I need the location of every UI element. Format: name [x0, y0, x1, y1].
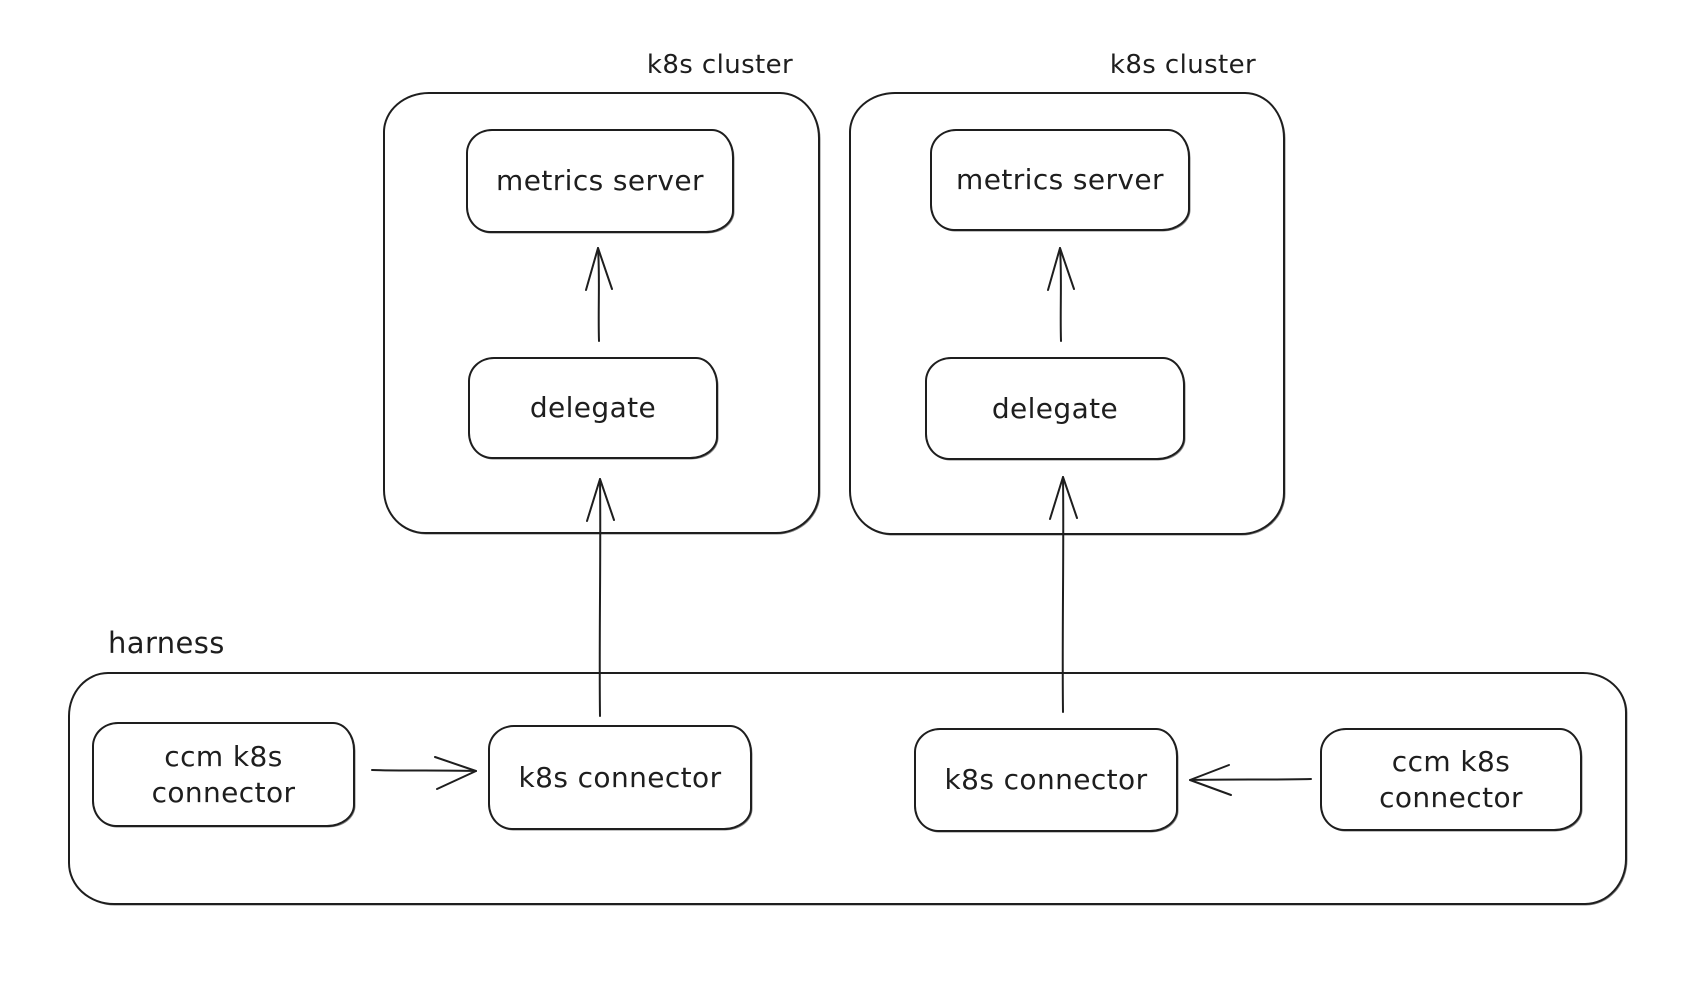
- node-label: k8s connector: [944, 763, 1148, 796]
- node-label: metrics server: [956, 163, 1164, 196]
- node-metrics-server-left: metrics server: [466, 129, 734, 233]
- node-ccm-k8s-connector-right: ccm k8s connector: [1320, 728, 1582, 831]
- node-label: delegate: [991, 391, 1119, 425]
- node-ccm-k8s-connector-left: ccm k8s connector: [92, 722, 355, 827]
- node-k8s-connector-left: k8s connector: [488, 725, 752, 830]
- node-label-line: connector: [1379, 780, 1523, 814]
- node-k8s-connector-right: k8s connector: [914, 728, 1178, 832]
- node-metrics-server-right: metrics server: [930, 129, 1190, 231]
- node-label-line: connector: [151, 775, 296, 809]
- node-delegate-left: delegate: [468, 357, 718, 459]
- node-label-line: ccm k8s: [164, 739, 283, 773]
- cluster-label-left: k8s cluster: [646, 50, 794, 80]
- cluster-label-right: k8s cluster: [1109, 50, 1257, 80]
- node-label: k8s connector: [518, 760, 722, 794]
- node-label: metrics server: [496, 164, 704, 197]
- harness-label: harness: [108, 626, 225, 660]
- node-label: delegate: [529, 391, 657, 424]
- node-label-line: ccm k8s: [1391, 744, 1511, 778]
- node-delegate-right: delegate: [925, 357, 1185, 460]
